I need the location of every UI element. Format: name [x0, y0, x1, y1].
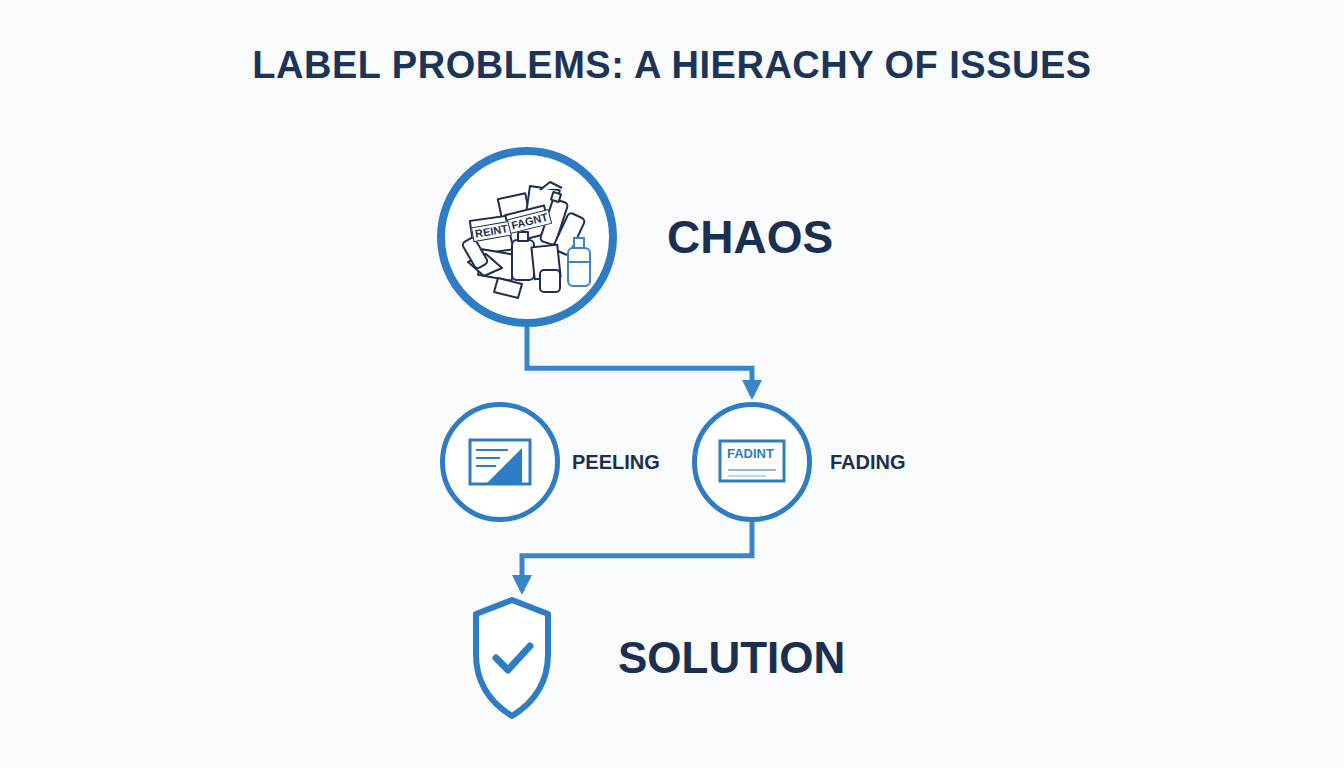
- icon-text: FAGNT: [507, 209, 553, 234]
- circle-border: [441, 151, 613, 323]
- node-label: CHAOS: [667, 210, 833, 264]
- diagram-title: LABEL PROBLEMS: A HIERACHY OF ISSUES: [0, 44, 1344, 87]
- circle-border: [443, 405, 558, 520]
- circle-outline: [692, 402, 812, 522]
- solution-node: SOLUTION: [472, 597, 552, 719]
- icon-text: REINT: [471, 221, 512, 243]
- chaos-pile-icon: [461, 182, 585, 298]
- problem-node: PEELING: [440, 402, 560, 522]
- chaos-node: CHAOS: [437, 147, 617, 327]
- node-label: PEELING: [572, 451, 660, 474]
- circle-outline: [440, 402, 560, 522]
- flow-arrow: [522, 522, 752, 591]
- flow-arrow: [527, 327, 752, 396]
- problem-node: FADING: [692, 402, 812, 522]
- icon-text: FADINT: [727, 447, 774, 460]
- fading-label-icon: [720, 441, 784, 481]
- peeling-label-icon: [470, 440, 530, 484]
- bottle-icon: [568, 238, 590, 286]
- circle-border: [695, 405, 810, 520]
- node-label: FADING: [830, 451, 906, 474]
- shield-icon: [476, 600, 548, 716]
- node-label: SOLUTION: [618, 633, 845, 683]
- circle-outline: [437, 147, 617, 327]
